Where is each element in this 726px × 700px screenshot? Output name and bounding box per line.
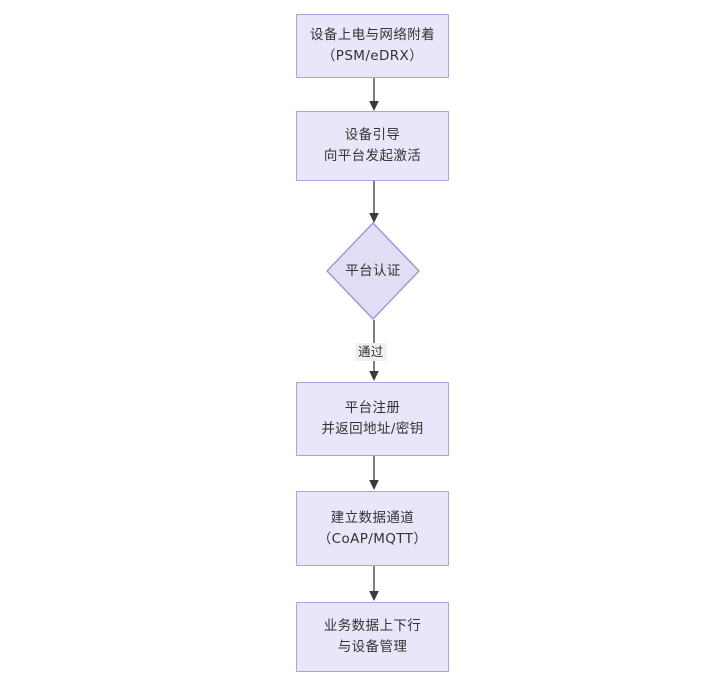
arrowhead-icon (369, 591, 379, 601)
node-label-line1: 设备引导 (344, 127, 401, 143)
node-platform-register[interactable]: 平台注册 并返回地址/密钥 (296, 382, 449, 456)
node-label-line2: 向平台发起激活 (323, 148, 422, 164)
node-label-line1: 设备上电与网络附着 (309, 27, 436, 43)
node-label-wrap: 平台认证 (326, 222, 420, 320)
node-platform-auth-decision[interactable]: 平台认证 (326, 221, 420, 321)
node-label-line1: 平台注册 (344, 400, 401, 416)
node-device-bootstrap[interactable]: 设备引导 向平台发起激活 (296, 111, 449, 181)
node-label-line2: 并返回地址/密钥 (321, 421, 424, 437)
arrowhead-icon (369, 213, 379, 223)
node-label-line2: （CoAP/MQTT） (317, 530, 428, 547)
node-establish-data-channel[interactable]: 建立数据通道 （CoAP/MQTT） (296, 491, 449, 566)
arrowhead-icon (369, 371, 379, 381)
edge-n2-n3 (369, 181, 379, 223)
edge-n4-n5 (369, 456, 379, 490)
arrowhead-icon (369, 101, 379, 111)
node-label-line2: 与设备管理 (337, 639, 408, 655)
arrowhead-icon (369, 480, 379, 490)
node-label-line2: （PSM/eDRX） (321, 48, 424, 64)
diamond-shape-icon (326, 221, 420, 321)
edge-label-pass: 通过 (355, 343, 387, 361)
node-business-data-and-device-management[interactable]: 业务数据上下行 与设备管理 (296, 602, 449, 672)
node-label-line1: 建立数据通道 (330, 509, 415, 526)
edge-n1-n2 (369, 78, 379, 111)
edge-n5-n6 (369, 566, 379, 601)
node-device-power-on[interactable]: 设备上电与网络附着 （PSM/eDRX） (296, 14, 449, 78)
node-label-line1: 平台认证 (345, 262, 401, 279)
node-label-line1: 业务数据上下行 (323, 618, 422, 634)
